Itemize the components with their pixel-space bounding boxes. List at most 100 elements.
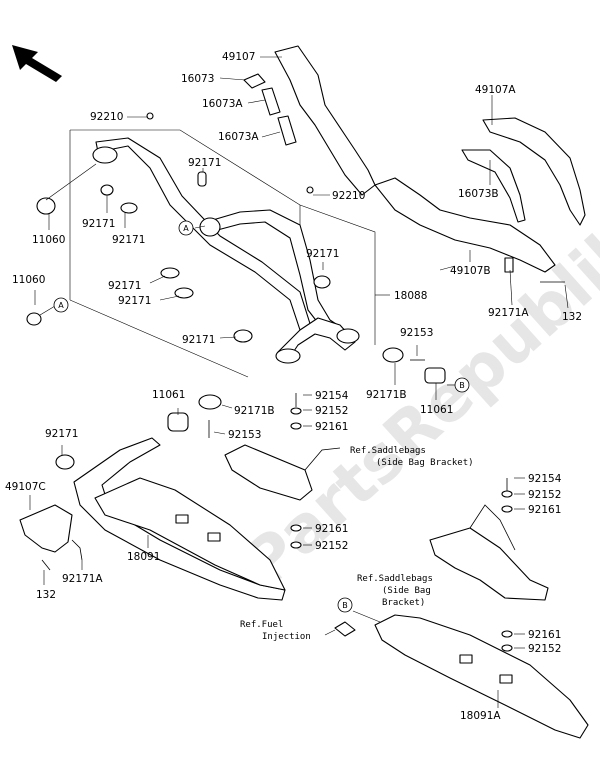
heat-shield-49107b	[374, 177, 556, 273]
clamp-92171a-bottom	[71, 539, 83, 561]
label-92153-top: 92153	[400, 327, 433, 339]
label-92171-c: 92171	[112, 234, 145, 246]
label-49107b: 49107B	[450, 265, 491, 277]
label-92152-right1: 92152	[528, 489, 561, 501]
callout-b-right: B	[454, 377, 470, 393]
label-49107: 49107	[222, 51, 255, 63]
svg-text:A: A	[58, 301, 64, 310]
label-132-top: 132	[562, 311, 582, 323]
label-16073a-1: 16073A	[202, 98, 243, 110]
label-92153-left: 92153	[228, 429, 261, 441]
clamp-92171-bottom	[55, 454, 75, 470]
label-92210-mid: 92210	[332, 190, 365, 202]
label-92152-left1: 92152	[315, 405, 348, 417]
ref-saddlebags-right-line3: Bracket)	[382, 598, 425, 608]
washer-92152-right1	[501, 490, 513, 498]
label-92154-left: 92154	[315, 390, 349, 402]
gasket-11060-a	[36, 197, 56, 215]
ref-saddlebags-right-line2: (Side Bag	[382, 586, 431, 596]
label-132-bottom: 132	[36, 589, 56, 601]
muffler-a-mount-tab-1	[459, 654, 473, 664]
fuel-injection-sensor	[334, 621, 356, 637]
label-11060-b: 11060	[12, 274, 45, 286]
gasket-11061-left	[167, 412, 189, 432]
clamp-92171b-right	[382, 347, 404, 363]
label-92171-d: 92171	[108, 280, 141, 292]
saddlebag-bracket-right	[429, 527, 549, 601]
front-direction-arrow-icon	[12, 45, 62, 82]
muffler-mount-tab-1	[175, 514, 189, 524]
heat-shield-clamp-16073b	[461, 149, 526, 223]
label-92210-top: 92210	[90, 111, 123, 123]
ref-saddlebags-left-line1: Ref.Saddlebags	[350, 446, 426, 456]
ref-fuel-injection-line1: Ref.Fuel	[240, 620, 283, 630]
ref-fuel-injection-line2: Injection	[262, 632, 311, 642]
saddlebag-bracket-right-strut	[469, 504, 516, 551]
label-92152-right2: 92152	[528, 643, 561, 655]
clamp-92171b-left	[198, 394, 222, 410]
clamp-92171-e	[174, 287, 194, 299]
label-92161-left2: 92161	[315, 523, 348, 535]
muffler-18091-body	[94, 477, 286, 591]
label-92171b-right: 92171B	[366, 389, 407, 401]
washer-92152-left2	[290, 541, 302, 549]
heat-shield-clamp-16073a-1	[261, 87, 281, 116]
label-49107c: 49107C	[5, 481, 46, 493]
muffler-mount-tab-2	[207, 532, 221, 542]
label-11061-right: 11061	[420, 404, 453, 416]
label-92171-e: 92171	[118, 295, 151, 307]
callout-a-left: A	[53, 297, 69, 313]
bolt-132-bottom	[41, 559, 51, 571]
label-92171-g: 92171	[182, 334, 215, 346]
bolt-92210-top	[146, 112, 154, 120]
bolt-92210-mid	[306, 186, 314, 194]
clamp-92171-f	[313, 275, 331, 289]
leader-lines	[29, 56, 569, 708]
label-11060-a: 11060	[32, 234, 65, 246]
saddlebag-bracket-left-strut	[304, 447, 341, 471]
header-pipe-rear-flange	[199, 217, 221, 237]
nut-92161-right2	[501, 630, 513, 638]
label-92154-right: 92154	[528, 473, 562, 485]
ref-saddlebags-left-line2: (Side Bag Bracket)	[376, 458, 474, 468]
washer-92152-right2	[501, 644, 513, 652]
clamp-92171a-top	[504, 257, 514, 273]
clamp-92171-b	[100, 184, 114, 196]
label-92171a-top: 92171A	[488, 307, 529, 319]
label-11061-left: 11061	[152, 389, 185, 401]
nut-92161-left1	[290, 422, 302, 430]
heat-shield-clamp-16073	[243, 73, 266, 89]
tip-cover-49107c	[19, 504, 73, 553]
clamp-92171-g	[233, 329, 253, 343]
heat-shield-clamp-16073a-2	[277, 115, 297, 146]
svg-text:A: A	[183, 224, 189, 233]
label-49107a: 49107A	[475, 84, 516, 96]
nut-92161-left2	[290, 524, 302, 532]
muffler-a-mount-tab-2	[499, 674, 513, 684]
callout-b-bottom: B	[337, 597, 353, 613]
gasket-11061-right	[424, 367, 446, 384]
washer-92152-left1	[290, 407, 302, 415]
svg-text:B: B	[342, 601, 348, 610]
label-16073a-2: 16073A	[218, 131, 259, 143]
nut-92161-right1	[501, 505, 513, 513]
label-92152-left2: 92152	[315, 540, 348, 552]
ref-saddlebags-right-line1: Ref.Saddlebags	[357, 574, 433, 584]
clamp-92171-c	[120, 202, 138, 214]
assembly-frame-lines	[69, 129, 376, 378]
label-92171-b: 92171	[82, 218, 115, 230]
label-92171a-bottom: 92171A	[62, 573, 103, 585]
heat-shield-49107a	[482, 117, 586, 226]
label-18091a: 18091A	[460, 710, 501, 722]
clamp-92171-d	[160, 267, 180, 279]
header-pipe-front-flange	[92, 146, 118, 164]
label-92161-right1: 92161	[528, 504, 561, 516]
clamp-92171-a	[197, 171, 207, 187]
gasket-11060-b	[26, 312, 42, 326]
svg-text:B: B	[459, 381, 465, 390]
callout-a-upper: A	[178, 220, 194, 236]
label-18088: 18088	[394, 290, 427, 302]
muffler-18091a	[374, 614, 589, 739]
label-92171-f: 92171	[306, 248, 339, 260]
